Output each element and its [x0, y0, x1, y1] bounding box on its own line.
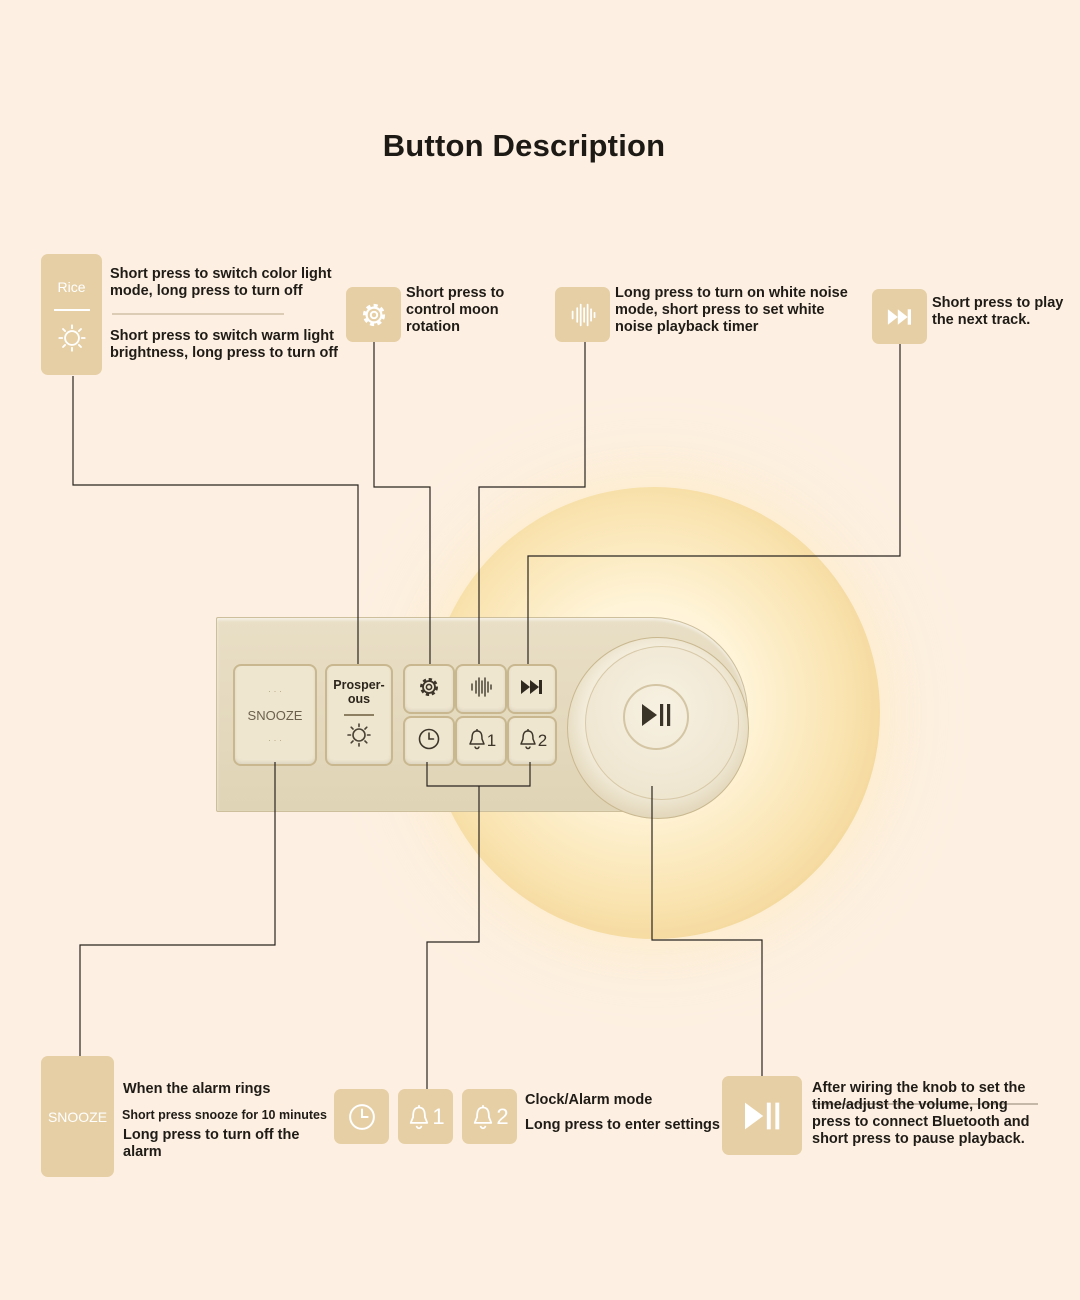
- snooze-dots-top: · · ·: [268, 685, 282, 696]
- play-pause-icon: [741, 1099, 783, 1133]
- device-clock-button[interactable]: [403, 716, 455, 766]
- divider: [344, 713, 374, 716]
- alarm-1-number: 1: [432, 1103, 445, 1129]
- next-track-text: Short press to play the next track.: [932, 295, 1064, 328]
- snooze-detail: Short press snooze for 10 minutes: [122, 1108, 327, 1122]
- alarm-1-tile: 1: [398, 1089, 453, 1144]
- white-noise-text: Long press to turn on white noise mode, …: [615, 285, 848, 335]
- device-alarm1-button[interactable]: 1: [455, 716, 507, 766]
- alarm-2-number: 2: [537, 731, 548, 750]
- knob-tile: [722, 1076, 802, 1155]
- sun-icon: [57, 323, 87, 353]
- device-light-label: Prosper-ous: [333, 677, 385, 706]
- next-track-tile: [872, 289, 927, 344]
- page-title: Button Description: [382, 128, 666, 163]
- clock-icon: [417, 727, 441, 756]
- snooze-heading: When the alarm rings: [123, 1081, 271, 1097]
- clock-alarm-mode-text: Clock/Alarm mode: [525, 1092, 653, 1108]
- snooze-tile-label: SNOOZE: [47, 1108, 108, 1125]
- color-light-text: Short press to switch color light mode, …: [110, 266, 332, 299]
- device-white-noise-button[interactable]: [455, 664, 507, 714]
- gear-icon: [416, 674, 442, 705]
- device-rotation-button[interactable]: [403, 664, 455, 714]
- clock-tile: [334, 1089, 389, 1144]
- clock-alarm-settings-text: Long press to enter settings: [525, 1117, 720, 1133]
- snooze-dots-bottom: · · ·: [268, 734, 282, 745]
- next-track-icon: [519, 677, 545, 702]
- device-snooze-label: SNOOZE: [247, 707, 303, 723]
- bell-icon: [517, 728, 539, 755]
- device-snooze-button[interactable]: · · · SNOOZE · · ·: [233, 664, 317, 766]
- alarm-2-tile: 2: [462, 1089, 517, 1144]
- device-play-pause-button[interactable]: [623, 684, 689, 750]
- snooze-text: Long press to turn off the alarm: [123, 1127, 300, 1160]
- snooze-tile: SNOOZE: [41, 1056, 114, 1177]
- bell-icon: [466, 728, 488, 755]
- moon-rotation-tile: [346, 287, 401, 342]
- device-light-button[interactable]: Prosper-ous: [325, 664, 393, 766]
- alarm-2-number: 2: [496, 1103, 509, 1129]
- device-alarm2-button[interactable]: 2: [507, 716, 557, 766]
- play-pause-icon: [639, 701, 673, 734]
- device-next-button[interactable]: [507, 664, 557, 714]
- alarm-1-number: 1: [486, 731, 497, 750]
- white-noise-tile: [555, 287, 610, 342]
- warm-light-text: Short press to switch warm light brightn…: [110, 328, 338, 361]
- bell-icon: [470, 1104, 496, 1130]
- sound-wave-icon: [468, 675, 494, 704]
- sun-icon: [346, 722, 372, 753]
- gear-icon: [358, 299, 390, 331]
- next-track-icon: [885, 306, 915, 328]
- divider: [53, 308, 90, 311]
- knob-text: After wiring the knob to set the time/ad…: [812, 1080, 1030, 1147]
- moon-rotation-text: Short press to control moon rotation: [406, 285, 505, 335]
- color-light-tile: Rice: [41, 254, 102, 375]
- bell-icon: [406, 1104, 432, 1130]
- sound-wave-icon: [568, 300, 598, 330]
- clock-icon: [347, 1102, 377, 1132]
- color-light-tile-label: Rice: [57, 278, 86, 295]
